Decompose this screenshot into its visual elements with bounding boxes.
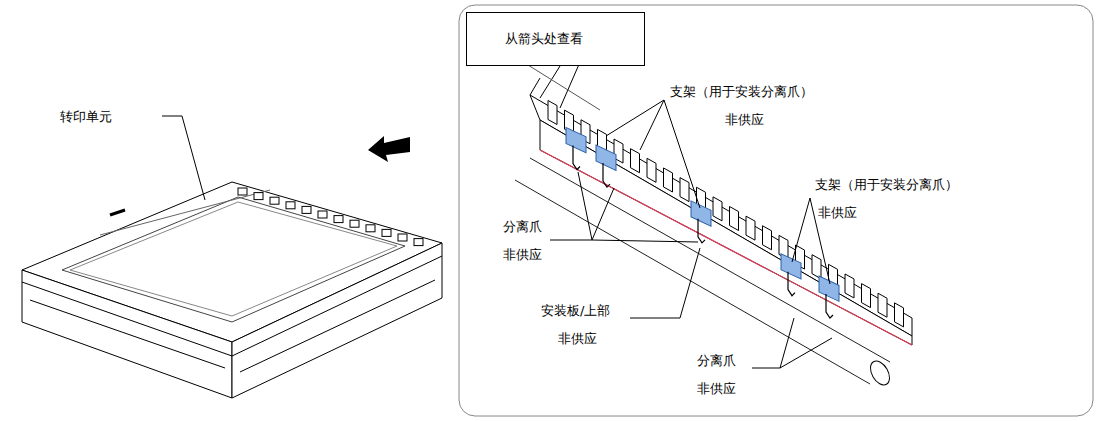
callout-label: 分离爪 — [503, 219, 542, 235]
frame-tooth — [238, 188, 247, 195]
bar-rib — [845, 274, 854, 298]
detail-drawing — [515, 60, 912, 388]
frame-tooth — [382, 229, 391, 236]
frame-tooth — [270, 197, 279, 204]
transfer-unit-drawing — [22, 182, 442, 398]
detail-panel — [459, 5, 1093, 416]
frame-tooth — [254, 193, 263, 200]
frame-tooth — [350, 220, 359, 227]
bracket — [781, 254, 801, 279]
callout-label: 支架（用于安装分离爪） — [670, 84, 813, 100]
title-box: 从箭头处查看 — [466, 12, 645, 66]
frame-tooth — [318, 211, 327, 218]
frame-teeth — [238, 188, 423, 246]
callout-label: 安装板/上部 — [541, 303, 610, 319]
separation-claw — [596, 145, 616, 187]
callout-label: 分离爪 — [697, 353, 736, 369]
bracket — [596, 145, 616, 170]
bar-rib — [631, 149, 640, 173]
frame-tooth — [414, 239, 423, 246]
callout-label: 转印单元 — [60, 109, 112, 125]
bar-rib — [680, 178, 689, 202]
separation-claw — [566, 127, 586, 169]
bar-rib — [746, 216, 755, 240]
callout-label: 非供应 — [818, 205, 857, 221]
claw-hook — [826, 294, 833, 318]
callout-label: 非供应 — [725, 112, 764, 128]
bar-rib — [730, 207, 739, 231]
claw-group — [566, 127, 839, 318]
bar-rib — [895, 303, 904, 327]
bar-rib — [548, 101, 557, 125]
bar-ribs — [548, 101, 904, 327]
bar-rib — [713, 197, 722, 221]
bar-rib — [862, 284, 871, 308]
callout-label: 非供应 — [503, 247, 542, 263]
callout-label: 非供应 — [697, 381, 736, 397]
bar-rib — [664, 168, 673, 192]
frame-tooth — [398, 234, 407, 241]
bar-rib — [812, 255, 821, 279]
separation-claw — [819, 276, 839, 318]
leader-line — [162, 116, 205, 200]
callout-label: 支架（用于安装分离爪） — [815, 177, 958, 193]
separation-claw — [691, 201, 711, 243]
view-arrow — [368, 136, 410, 162]
frame-tooth — [334, 216, 343, 223]
bracket — [566, 127, 586, 152]
title-text: 从箭头处查看 — [505, 31, 583, 47]
separation-claw — [781, 254, 801, 296]
claw-hook — [788, 272, 795, 296]
claw-hook — [603, 163, 610, 187]
claw-hook — [573, 145, 580, 169]
bar-rib — [878, 293, 887, 317]
frame-tooth — [286, 202, 295, 209]
bar-rib — [647, 158, 656, 182]
frame-tooth — [302, 206, 311, 213]
claw-hook — [698, 219, 705, 243]
frame-tooth — [366, 225, 375, 232]
leader-lines — [550, 100, 832, 368]
bar-rib — [763, 226, 772, 250]
callout-label: 非供应 — [558, 331, 597, 347]
bracket — [691, 201, 711, 226]
